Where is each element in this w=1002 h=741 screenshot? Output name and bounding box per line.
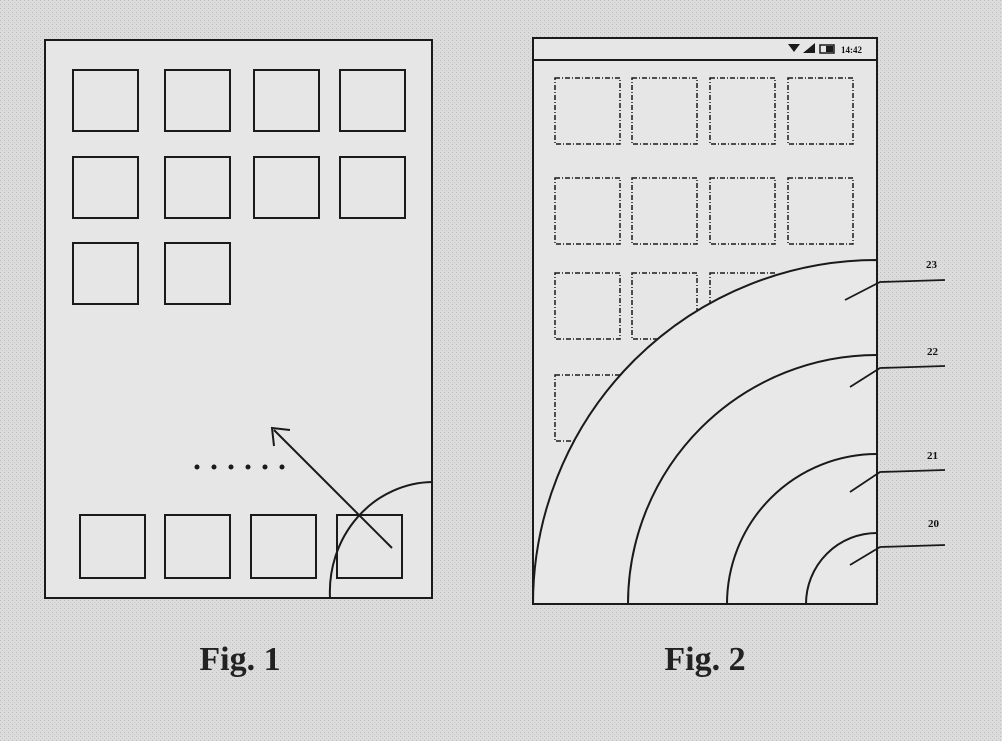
ref-23: 23	[926, 259, 938, 271]
phone-screen-frame	[44, 39, 433, 599]
region-21-boundary	[726, 453, 878, 605]
figure-1	[44, 39, 433, 599]
ref-20: 20	[928, 518, 940, 530]
app-icon	[164, 156, 231, 219]
region-23	[531, 258, 878, 605]
region-22-boundary	[627, 354, 878, 605]
battery-icon	[819, 44, 835, 54]
status-icons	[788, 43, 835, 54]
dashed-app-icon	[787, 177, 854, 245]
arrow-head-icon	[270, 426, 291, 447]
page-indicator-dots	[194, 464, 285, 470]
dashed-app-icon	[554, 272, 621, 340]
dock-icon	[336, 514, 403, 579]
dashed-app-icon	[787, 77, 854, 145]
page-dot	[228, 464, 234, 470]
swipe-arrow	[273, 429, 393, 549]
app-icon	[72, 69, 139, 132]
app-icon	[253, 69, 320, 132]
page-dot	[211, 464, 217, 470]
dashed-app-icon	[554, 177, 621, 245]
page-dot	[262, 464, 268, 470]
signal-icon	[803, 43, 815, 53]
app-icon	[72, 242, 139, 305]
app-icon	[164, 69, 231, 132]
trigger-arc	[328, 481, 433, 599]
ref-22: 22	[927, 346, 939, 358]
page-dot	[245, 464, 251, 470]
wifi-icon	[788, 44, 800, 52]
page-dot	[279, 464, 285, 470]
ref-21: 21	[927, 450, 938, 462]
status-time: 14:42	[841, 45, 862, 55]
app-icon	[253, 156, 320, 219]
app-icon-grid	[72, 69, 406, 305]
dashed-app-icon	[709, 177, 776, 245]
dashed-app-icon	[631, 177, 698, 245]
dashed-app-icon	[554, 77, 621, 145]
figure-2-caption: Fig. 2	[664, 641, 745, 678]
figure-1-caption: Fig. 1	[199, 641, 280, 678]
app-icon	[164, 242, 231, 305]
region-20-boundary	[805, 532, 878, 605]
app-icon	[339, 69, 406, 132]
figure-2	[531, 37, 946, 605]
dock-icon	[250, 514, 317, 579]
dock-icon	[79, 514, 146, 579]
app-icon	[72, 156, 139, 219]
dashed-app-icon	[709, 77, 776, 145]
dock-icon	[164, 514, 231, 579]
dashed-app-icon	[631, 77, 698, 145]
dock-icons	[79, 514, 403, 579]
app-icon	[339, 156, 406, 219]
page-dot	[194, 464, 200, 470]
leader-lines	[844, 279, 946, 566]
